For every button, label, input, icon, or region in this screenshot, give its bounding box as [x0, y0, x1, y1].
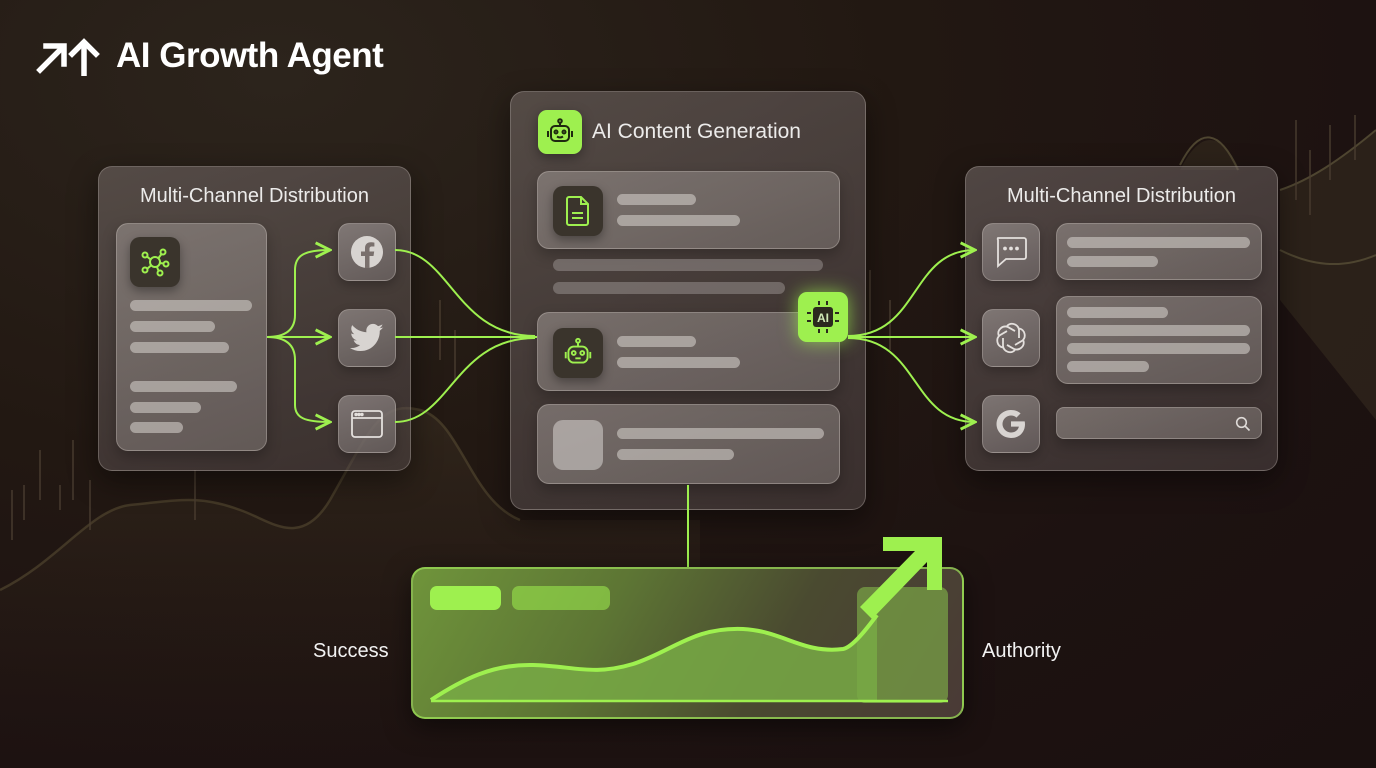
channel-chat[interactable] — [982, 223, 1040, 281]
text-line — [1067, 361, 1149, 372]
source-content-card[interactable] — [116, 223, 267, 451]
content-card-robot[interactable] — [537, 312, 840, 391]
text-line — [130, 402, 201, 413]
text-line — [130, 342, 229, 353]
chat-bubble-icon — [996, 237, 1027, 268]
ai-chip-icon: AI — [807, 301, 839, 333]
text-line — [130, 300, 252, 311]
success-chart-panel — [411, 567, 964, 719]
ai-chip-badge[interactable]: AI — [798, 292, 848, 342]
text-line — [130, 321, 215, 332]
text-line — [1067, 343, 1250, 354]
search-icon — [1235, 416, 1251, 432]
trend-up-arrow-icon — [860, 537, 942, 619]
browser-window-icon — [351, 410, 383, 438]
document-icon — [553, 186, 603, 236]
google-search-input[interactable] — [1056, 407, 1262, 439]
center-content-generation-panel: AI Content Generation — [510, 91, 866, 510]
openai-icon — [996, 322, 1026, 354]
channel-openai[interactable] — [982, 309, 1040, 367]
text-line — [1067, 237, 1250, 248]
text-line — [617, 449, 734, 460]
text-line — [617, 336, 696, 347]
authority-label: Authority — [982, 640, 1061, 662]
channel-website[interactable] — [338, 395, 396, 453]
google-icon — [996, 410, 1025, 438]
text-line — [130, 422, 183, 433]
text-line — [553, 259, 823, 271]
text-line — [617, 194, 696, 205]
facebook-icon — [351, 236, 383, 268]
growth-area-chart — [429, 613, 948, 703]
text-line — [617, 215, 740, 226]
robot-icon — [553, 328, 603, 378]
chat-content-card[interactable] — [1056, 223, 1262, 280]
growth-arrows-icon — [36, 38, 100, 76]
twitter-icon — [350, 323, 384, 352]
network-hub-icon — [130, 237, 180, 287]
channel-google[interactable] — [982, 395, 1040, 453]
chart-tag-primary[interactable] — [430, 586, 501, 610]
channel-facebook[interactable] — [338, 223, 396, 281]
chart-tag-secondary[interactable] — [512, 586, 610, 610]
svg-text:AI: AI — [817, 311, 829, 325]
text-line — [1067, 256, 1158, 267]
text-line — [617, 357, 740, 368]
openai-content-card[interactable] — [1056, 296, 1262, 384]
text-line — [130, 381, 237, 392]
text-line — [553, 282, 785, 294]
app-title: AI Growth Agent — [36, 34, 384, 78]
content-card-document[interactable] — [537, 171, 840, 249]
page-title: AI Growth Agent — [116, 36, 384, 75]
text-line — [617, 428, 824, 439]
content-card-placeholder[interactable] — [537, 404, 840, 484]
panel-title: Multi-Channel Distribution — [140, 185, 369, 207]
channel-twitter[interactable] — [338, 309, 396, 367]
robot-icon — [538, 110, 582, 154]
success-label: Success — [313, 640, 389, 662]
text-line — [1067, 307, 1168, 318]
right-distribution-panel: Multi-Channel Distribution — [965, 166, 1278, 471]
panel-title: Multi-Channel Distribution — [1007, 185, 1236, 207]
text-line — [1067, 325, 1250, 336]
panel-title: AI Content Generation — [592, 120, 801, 143]
placeholder-image-icon — [553, 420, 603, 470]
left-distribution-panel: Multi-Channel Distribution — [98, 166, 411, 471]
